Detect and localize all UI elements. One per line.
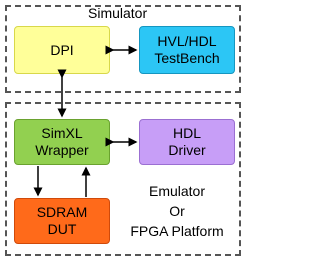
- hdl-driver-block: HDL Driver: [139, 119, 235, 165]
- emulator-caption: Emulator Or FPGA Platform: [130, 183, 224, 239]
- simxl-wrapper-label: SimXL Wrapper: [35, 125, 89, 158]
- emulator-frame: [5, 102, 241, 256]
- dpi-block: DPI: [14, 26, 110, 74]
- hdl-driver-label: HDL Driver: [168, 125, 206, 158]
- sdram-dut-label: SDRAM DUT: [36, 204, 88, 237]
- sdram-dut-block: SDRAM DUT: [14, 198, 110, 244]
- testbench-label: HVL/HDL TestBench: [154, 33, 220, 66]
- simulator-title: Simulator: [88, 5, 148, 21]
- simulator-frame: [5, 5, 241, 93]
- simxl-wrapper-block: SimXL Wrapper: [14, 119, 110, 165]
- dpi-label: DPI: [50, 41, 74, 58]
- testbench-block: HVL/HDL TestBench: [139, 26, 235, 74]
- connector-arrows: [33, 45, 138, 197]
